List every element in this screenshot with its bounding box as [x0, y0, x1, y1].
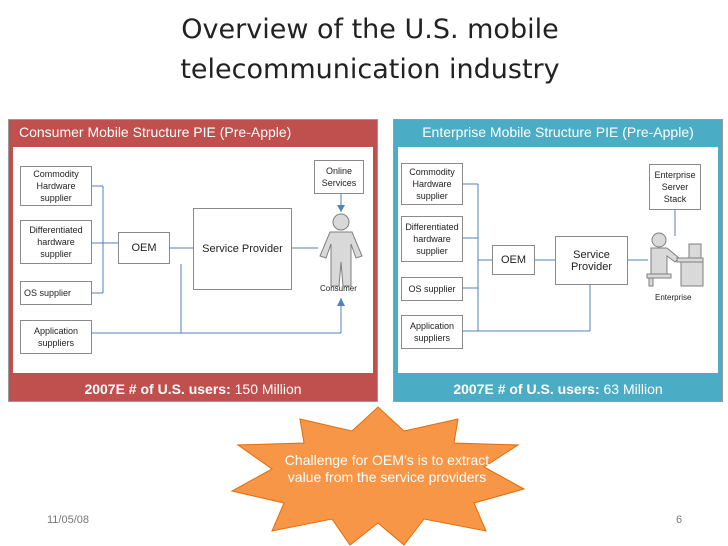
callout-text: Challenge for OEM’s is to extract value … [284, 452, 490, 485]
consumer-differentiated-hardware-supplier: Differentiated hardware supplier [20, 220, 92, 264]
consumer-service-provider-box: Service Provider [193, 208, 292, 290]
enterprise-application-suppliers: Application suppliers [401, 315, 463, 349]
enterprise-panel-header: Enterprise Mobile Structure PIE (Pre-App… [422, 124, 694, 140]
enterprise-oem-box: OEM [492, 245, 535, 275]
slide-date: 11/05/08 [47, 514, 90, 526]
enterprise-service-provider-box: Service Provider [555, 236, 628, 285]
consumer-users-stat: 2007E # of U.S. users: 150 Million [9, 381, 377, 397]
starburst-shape [230, 406, 526, 546]
title-line-2: telecommunication industry [180, 54, 560, 85]
consumer-commodity-hardware-supplier: Commodity Hardware supplier [20, 166, 92, 206]
consumer-users-value: 150 Million [234, 381, 302, 397]
enterprise-differentiated-hardware-supplier: Differentiated hardware supplier [401, 216, 463, 262]
enterprise-users-value: 63 Million [603, 381, 663, 397]
consumer-users-label: 2007E # of U.S. users: [84, 381, 231, 397]
person-icon [319, 213, 363, 287]
enterprise-users-stat: 2007E # of U.S. users: 63 Million [394, 381, 722, 397]
enterprise-commodity-hardware-supplier: Commodity Hardware supplier [401, 163, 463, 205]
consumer-end-user-label: Consumer [320, 284, 357, 293]
desk-worker-icon [646, 232, 704, 287]
slide-number: 6 [676, 514, 683, 526]
title-line-1: Overview of the U.S. mobile [181, 14, 559, 45]
enterprise-os-supplier: OS supplier [401, 277, 463, 301]
consumer-oem-box: OEM [118, 232, 170, 264]
consumer-panel-header: Consumer Mobile Structure PIE (Pre-Apple… [19, 124, 292, 140]
slide-title: Overview of the U.S. mobile telecommunic… [110, 10, 630, 90]
consumer-os-supplier: OS supplier [20, 281, 92, 305]
enterprise-end-user-label: Enterprise [655, 293, 692, 302]
online-services-box: Online Services [314, 160, 364, 194]
enterprise-server-stack-box: Enterprise Server Stack [649, 164, 701, 210]
consumer-application-suppliers: Application suppliers [20, 320, 92, 354]
enterprise-users-label: 2007E # of U.S. users: [453, 381, 600, 397]
